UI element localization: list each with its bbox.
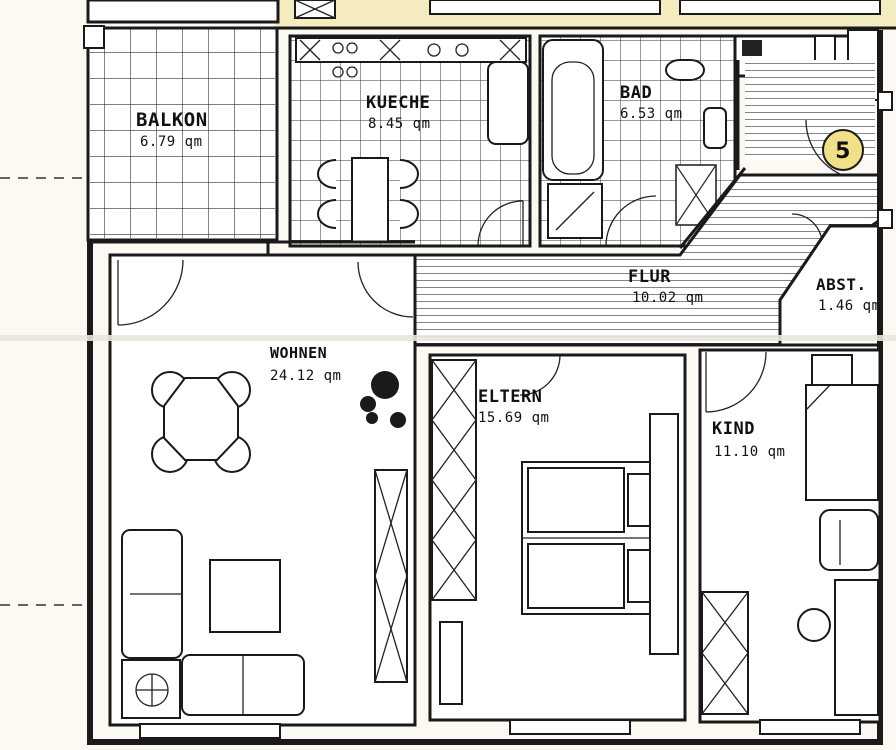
eltern-area-label: 15.69 qm (478, 410, 549, 426)
bathroom-area (538, 34, 737, 248)
round-table-icon (151, 371, 251, 473)
balkon-area-label: 6.79 qm (140, 134, 203, 150)
kind-area-label: 11.10 qm (714, 444, 785, 460)
sink-icon (703, 107, 727, 149)
single-bed-icon (805, 384, 879, 501)
bad-area-label: 6.53 qm (620, 106, 683, 122)
child-room-area (698, 348, 882, 724)
kids-wardrobe-icon (701, 591, 749, 715)
kind-label: KIND (712, 419, 755, 439)
chair-icon (797, 608, 831, 642)
flur-area-label: 10.02 qm (632, 290, 703, 306)
unit-number-label: 5 (835, 139, 851, 164)
coffee-table-icon (209, 559, 281, 633)
wohnen-area-label: 24.12 qm (270, 368, 341, 384)
dimension-lines (0, 177, 88, 606)
sofa-icon (121, 529, 305, 719)
desk-icon (834, 579, 879, 716)
bottom-windows (139, 719, 861, 739)
dining-table-icon (351, 157, 389, 243)
balkon-label: BALKON (136, 109, 208, 131)
parents-bedroom-area (428, 353, 687, 722)
living-room-area (108, 253, 417, 727)
wohnen-label: WOHNEN (270, 344, 327, 362)
kitchen-area (288, 34, 532, 248)
kueche-area-label: 8.45 qm (368, 116, 431, 132)
unit-number-marker: 5 (822, 129, 864, 171)
abst-label: ABST. (816, 275, 867, 294)
bad-label: BAD (620, 83, 652, 103)
plant-icon (360, 371, 406, 428)
flur-label: FLUR (628, 267, 671, 287)
bathtub-icon (542, 39, 604, 181)
wall-shelf-icon (374, 469, 408, 683)
toilet-icon (665, 59, 705, 81)
double-bed-icon (521, 461, 669, 615)
neighbour-unit-strip (86, 0, 896, 30)
kueche-label: KUECHE (366, 93, 430, 113)
stove-burners-icon (332, 42, 469, 78)
room-labels: BALKON 6.79 qm KUECHE 8.45 qm BAD 6.53 q… (136, 83, 881, 460)
eltern-label: ELTERN (478, 387, 542, 407)
wardrobe-icon (431, 359, 477, 601)
abst-area-label: 1.46 qm (818, 298, 881, 314)
armchair-icon (819, 509, 879, 571)
balcony-area (83, 25, 279, 242)
